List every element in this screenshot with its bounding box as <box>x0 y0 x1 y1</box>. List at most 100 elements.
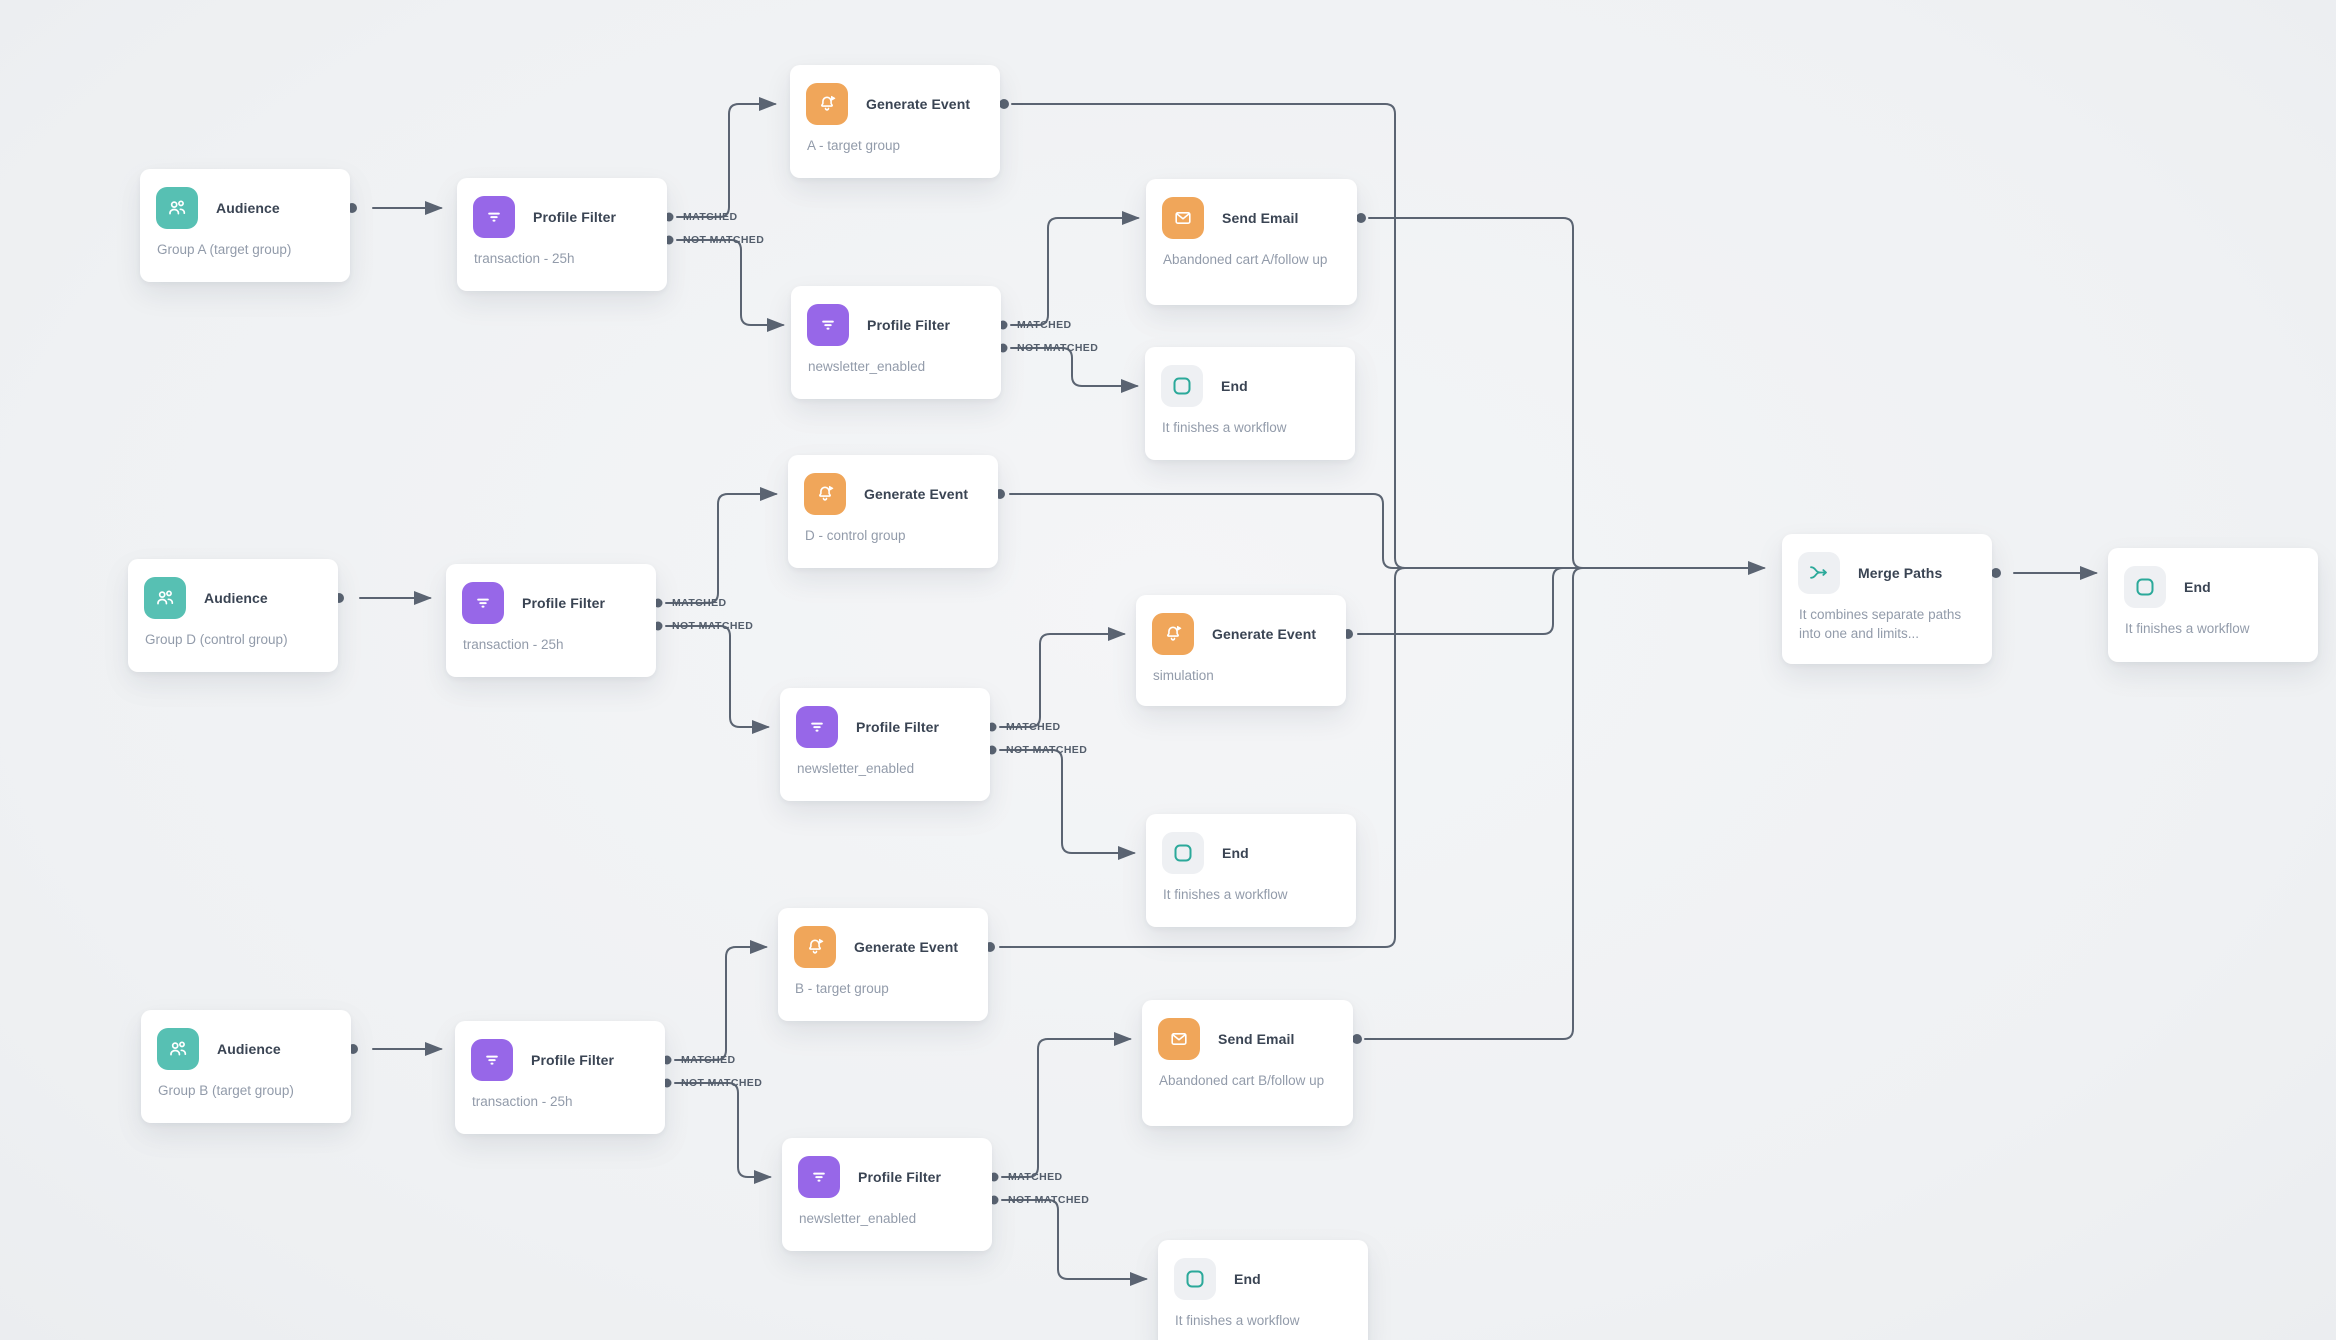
node-header: Send Email <box>1142 1000 1353 1060</box>
merge-icon <box>1798 552 1840 594</box>
node-title: Profile Filter <box>858 1169 942 1185</box>
node-generate-event-simulation[interactable]: Generate Event simulation <box>1136 595 1346 706</box>
node-header: Audience <box>128 559 338 619</box>
node-subtitle: transaction - 25h <box>474 251 575 266</box>
node-header: End <box>1158 1240 1368 1300</box>
node-header: End <box>1145 347 1355 407</box>
node-header: Send Email <box>1146 179 1357 239</box>
node-merge-paths[interactable]: Merge Paths It combines separate paths i… <box>1782 534 1992 664</box>
node-title: End <box>1222 845 1249 861</box>
port-label: MATCHED <box>1006 721 1061 733</box>
filter-icon <box>807 304 849 346</box>
node-subtitle: It combines separate paths into one and … <box>1799 607 1962 641</box>
node-title: Merge Paths <box>1858 565 1943 581</box>
users-icon <box>156 187 198 229</box>
port-label: NOT MATCHED <box>683 234 764 246</box>
filter-icon <box>798 1156 840 1198</box>
envelope-icon <box>1162 197 1204 239</box>
node-subtitle: It finishes a workflow <box>1163 887 1288 902</box>
port-label: MATCHED <box>1017 319 1072 331</box>
node-subtitle: Abandoned cart B/follow up <box>1159 1073 1325 1088</box>
node-header: Generate Event <box>790 65 1000 125</box>
node-header: Merge Paths <box>1782 534 1992 594</box>
square-icon <box>2124 566 2166 608</box>
node-generate-event-a[interactable]: Generate Event A - target group <box>790 65 1000 178</box>
square-icon <box>1161 365 1203 407</box>
node-header: Profile Filter <box>455 1021 665 1081</box>
port-label: MATCHED <box>1008 1171 1063 1183</box>
node-title: Generate Event <box>866 96 971 112</box>
filter-icon <box>473 196 515 238</box>
node-title: Profile Filter <box>533 209 617 225</box>
node-title: Profile Filter <box>531 1052 615 1068</box>
node-title: Audience <box>204 590 268 606</box>
node-title: Profile Filter <box>867 317 951 333</box>
node-title: Generate Event <box>854 939 959 955</box>
output-port[interactable] <box>1356 213 1366 223</box>
node-subtitle: transaction - 25h <box>472 1094 573 1109</box>
connector <box>1011 103 1766 575</box>
node-title: End <box>1221 378 1248 394</box>
port-label: MATCHED <box>681 1054 736 1066</box>
connector <box>676 97 777 218</box>
node-subtitle: newsletter_enabled <box>799 1211 917 1226</box>
node-subtitle: B - target group <box>795 981 889 996</box>
output-port[interactable] <box>999 99 1009 109</box>
bell-play-icon <box>1152 613 1194 655</box>
port-label: NOT MATCHED <box>1017 342 1098 354</box>
node-header: Profile Filter <box>446 564 656 624</box>
node-header: Generate Event <box>778 908 988 968</box>
connector <box>1010 347 1139 393</box>
connector <box>999 627 1126 728</box>
node-title: Generate Event <box>1212 626 1317 642</box>
node-end-b[interactable]: End It finishes a workflow <box>1158 1240 1368 1340</box>
output-port[interactable] <box>1991 568 2001 578</box>
output-port[interactable] <box>1352 1034 1362 1044</box>
node-end-a[interactable]: End It finishes a workflow <box>1145 347 1355 460</box>
node-generate-event-b[interactable]: Generate Event B - target group <box>778 908 988 1021</box>
connector <box>999 567 1751 948</box>
node-end-final[interactable]: End It finishes a workflow <box>2108 548 2318 662</box>
node-subtitle: transaction - 25h <box>463 637 564 652</box>
node-profile-filter-newsletter-b[interactable]: Profile Filter newsletter_enabled <box>782 1138 992 1251</box>
node-subtitle: simulation <box>1153 668 1214 683</box>
node-audience-a[interactable]: Audience Group A (target group) <box>140 169 350 282</box>
node-profile-filter-d[interactable]: Profile Filter transaction - 25h <box>446 564 656 677</box>
node-profile-filter-newsletter-a[interactable]: Profile Filter newsletter_enabled <box>791 286 1001 399</box>
node-audience-b[interactable]: Audience Group B (target group) <box>141 1010 351 1123</box>
node-title: Send Email <box>1222 210 1299 226</box>
port-label: MATCHED <box>683 211 738 223</box>
node-title: End <box>1234 1271 1261 1287</box>
node-audience-d[interactable]: Audience Group D (control group) <box>128 559 338 672</box>
connector <box>1357 567 1751 635</box>
filter-icon <box>462 582 504 624</box>
node-title: End <box>2184 579 2211 595</box>
users-icon <box>157 1028 199 1070</box>
connector <box>665 487 778 604</box>
node-send-email-b[interactable]: Send Email Abandoned cart B/follow up <box>1142 1000 1353 1126</box>
connector <box>1364 567 1751 1040</box>
node-subtitle: D - control group <box>805 528 906 543</box>
node-profile-filter-a[interactable]: Profile Filter transaction - 25h <box>457 178 667 291</box>
connector <box>1010 211 1140 326</box>
node-subtitle: Group D (control group) <box>145 632 288 647</box>
node-profile-filter-newsletter-d[interactable]: Profile Filter newsletter_enabled <box>780 688 990 801</box>
bell-play-icon <box>806 83 848 125</box>
node-title: Generate Event <box>864 486 969 502</box>
envelope-icon <box>1158 1018 1200 1060</box>
connector <box>1368 217 1751 569</box>
square-icon <box>1174 1258 1216 1300</box>
node-header: Profile Filter <box>457 178 667 238</box>
node-profile-filter-b[interactable]: Profile Filter transaction - 25h <box>455 1021 665 1134</box>
node-subtitle: Abandoned cart A/follow up <box>1163 252 1328 267</box>
node-end-d[interactable]: End It finishes a workflow <box>1146 814 1356 927</box>
port-label: NOT MATCHED <box>1006 744 1087 756</box>
node-send-email-a[interactable]: Send Email Abandoned cart A/follow up <box>1146 179 1357 305</box>
node-header: Generate Event <box>1136 595 1346 655</box>
node-subtitle: A - target group <box>807 138 901 153</box>
connector <box>676 239 785 332</box>
port-label: NOT MATCHED <box>681 1077 762 1089</box>
node-generate-event-d[interactable]: Generate Event D - control group <box>788 455 998 568</box>
